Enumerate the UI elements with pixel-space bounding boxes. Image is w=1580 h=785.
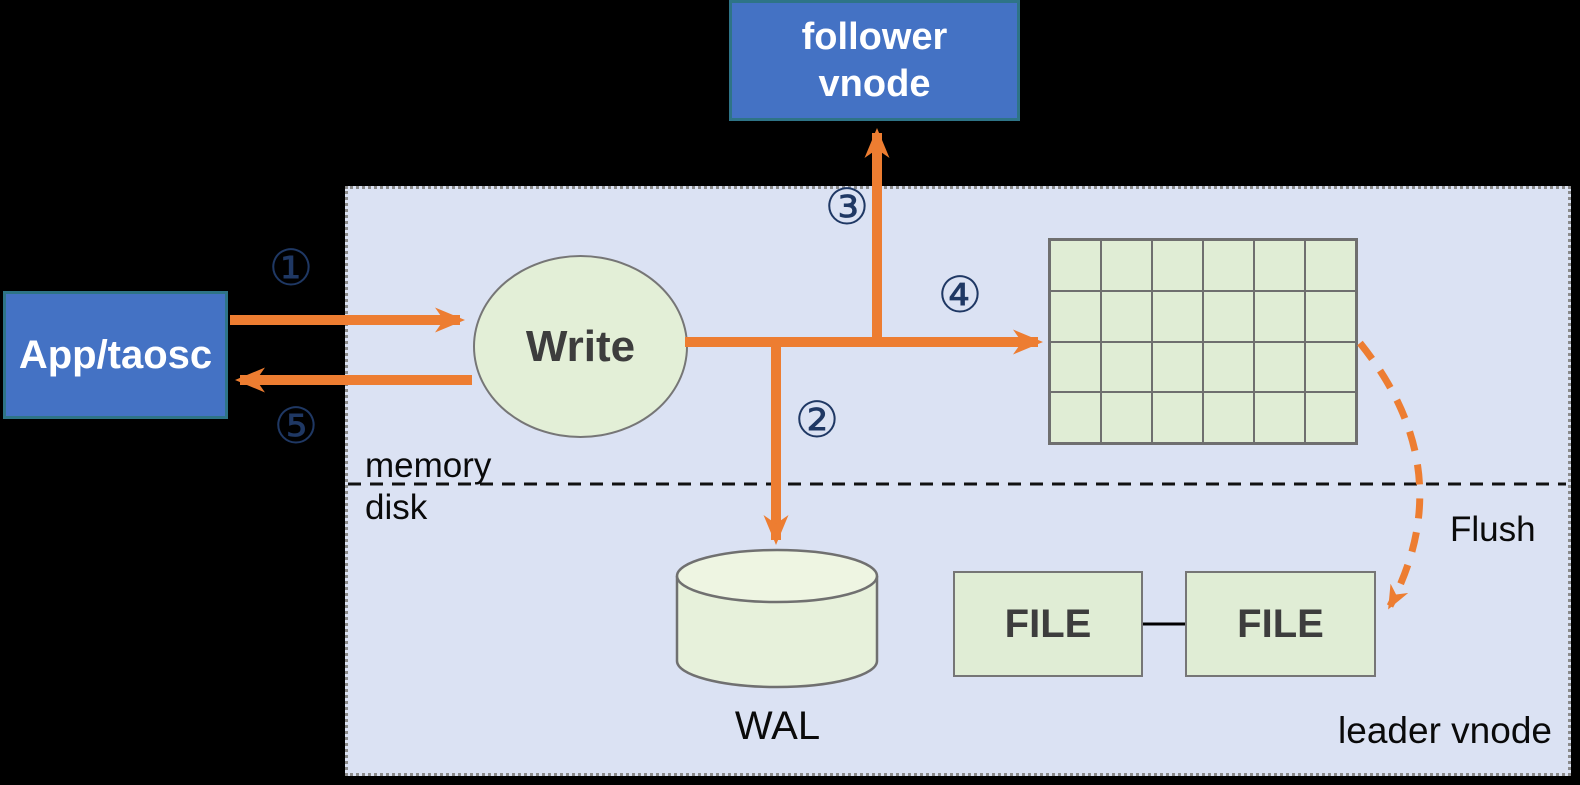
table-cell [1203,240,1254,291]
file-2-label: FILE [1237,601,1324,646]
table-cell [1203,392,1254,443]
table-cell [1152,240,1203,291]
step-5-badge: ⑤ [273,397,319,455]
table-cell [1254,240,1305,291]
app-taosc-label: App/taosc [18,332,213,377]
leader-vnode-label: leader vnode [1338,710,1552,751]
file-box-2: FILE [1185,571,1376,677]
table-cell [1050,290,1101,342]
table-cell [1305,290,1356,342]
table-cell [1305,341,1356,393]
file-1-label: FILE [1004,601,1092,646]
memory-label: memory [365,446,492,485]
table-cell [1305,240,1356,291]
follower-vnode-box: follower vnode [729,0,1020,121]
table-cell [1050,240,1101,291]
table-cell [1101,290,1152,342]
table-cell [1203,290,1254,342]
table-cell [1254,341,1305,393]
table-cell [1152,341,1203,393]
table-cell [1203,341,1254,393]
table-cell [1101,341,1152,393]
table-cell [1101,392,1152,443]
step-2-badge: ② [794,391,840,449]
table-cell [1305,392,1356,443]
disk-label: disk [365,488,428,527]
mem-table [1048,238,1358,445]
write-node: Write [473,255,688,438]
table-cell [1152,392,1203,443]
table-cell [1050,392,1101,443]
table-cell [1101,240,1152,291]
table-cell [1254,392,1305,443]
table-cell [1254,290,1305,342]
step-3-badge: ③ [824,178,870,236]
write-label: Write [525,321,636,371]
table-cell [1050,341,1101,393]
table-cell [1152,290,1203,342]
file-box-1: FILE [953,571,1143,677]
wal-label: WAL [734,704,821,748]
app-taosc-box: App/taosc [3,291,228,419]
follower-vnode-label: follower vnode [801,16,948,105]
step-4-badge: ④ [937,266,983,324]
flush-label: Flush [1450,510,1536,549]
step-1-badge: ① [268,239,314,297]
